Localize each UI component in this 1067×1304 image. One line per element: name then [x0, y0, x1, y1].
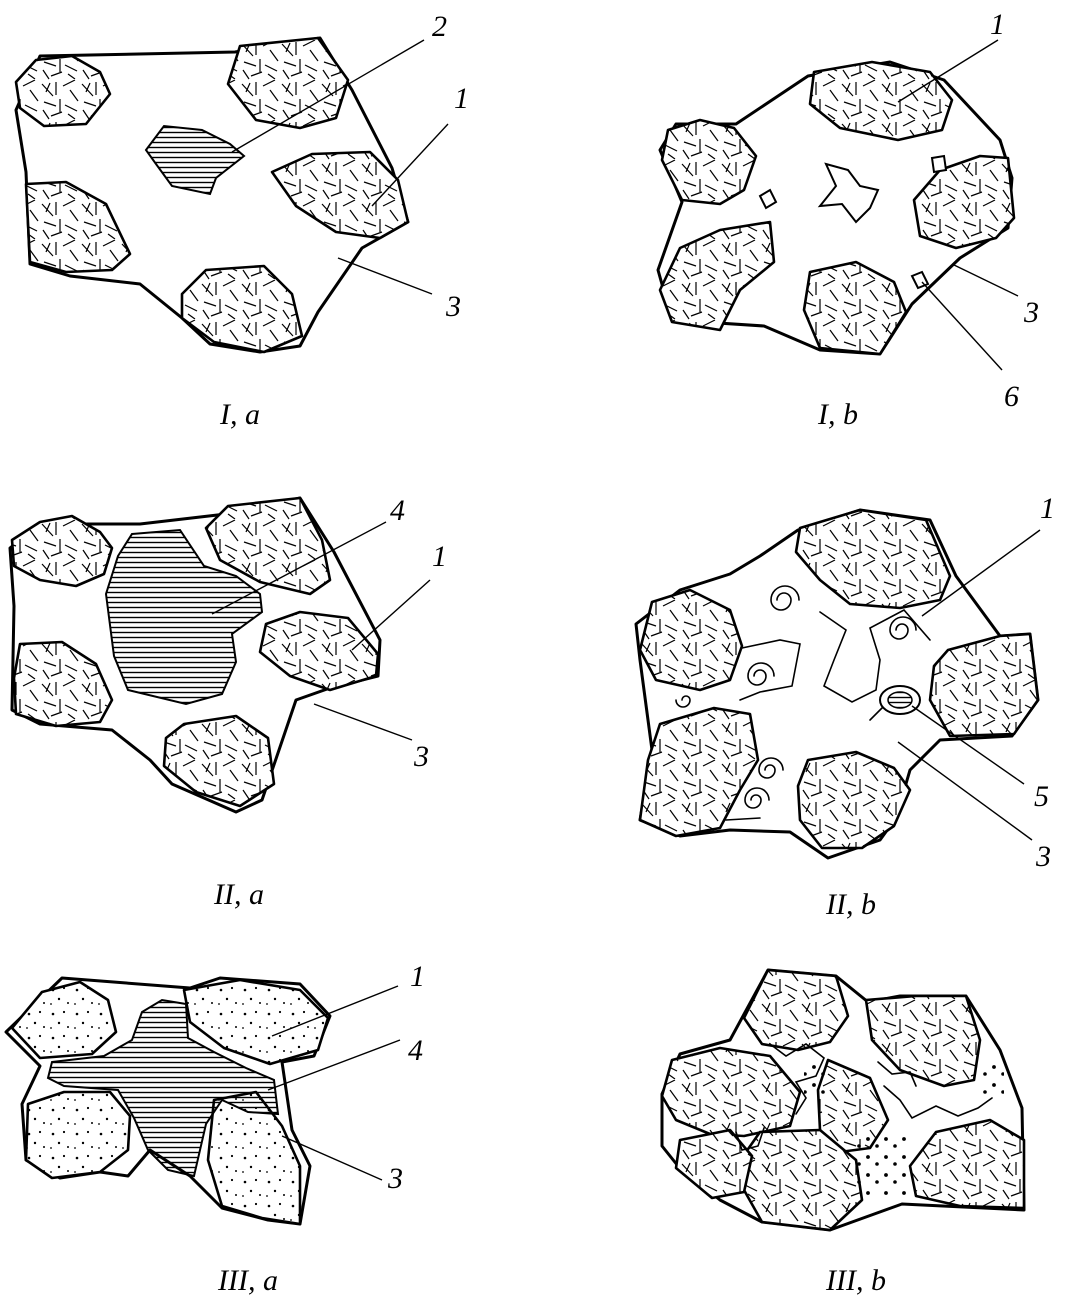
small-void [758, 188, 778, 210]
panel-I-b: 1 3 6 I, b [656, 8, 1039, 431]
aggregate-grain [270, 150, 410, 240]
small-void [930, 154, 948, 174]
label-1: 1 [410, 960, 425, 993]
crack-line [869, 705, 885, 721]
label-4: 4 [390, 494, 405, 527]
label-6: 6 [1004, 380, 1019, 413]
aggregate-grain [24, 1090, 132, 1180]
panel-I-a: 2 1 3 I, a [14, 10, 469, 431]
crack-line [725, 817, 761, 821]
aggregate-grain [674, 1128, 754, 1200]
label-3: 3 [1035, 840, 1051, 873]
aggregate-grain [742, 968, 850, 1052]
label-2: 2 [432, 10, 447, 43]
aggregate-grain [658, 220, 776, 332]
label-1: 1 [432, 540, 447, 573]
label-3: 3 [1023, 296, 1039, 329]
hatched-void [46, 998, 280, 1178]
caption-I-b: I, b [817, 398, 858, 431]
label-1: 1 [454, 82, 469, 115]
caption-II-a: II, a [213, 878, 264, 911]
label-3: 3 [445, 290, 461, 323]
panel-III-a: 1 4 3 III, a [4, 960, 425, 1297]
label-1: 1 [990, 8, 1005, 41]
label-1: 1 [1040, 492, 1055, 525]
gel-swirl [758, 757, 784, 779]
dense-dot-zone [980, 1060, 1004, 1100]
dense-dot-zone [852, 1136, 908, 1196]
label-5: 5 [1034, 780, 1049, 813]
aggregate-grain [24, 180, 132, 274]
hatched-void [817, 162, 880, 224]
gel-swirl [747, 662, 775, 686]
hatched-void [104, 528, 264, 706]
reaction-rim [819, 608, 931, 703]
aggregate-grain [660, 118, 758, 206]
aggregate-grain [802, 260, 908, 356]
caption-I-a: I, a [219, 398, 260, 431]
dense-dot-zone [804, 1064, 826, 1094]
gel-swirl [889, 616, 917, 640]
gel-vein [735, 1127, 765, 1151]
aggregate-grain [908, 1118, 1026, 1210]
panel-II-b: 1 5 3 II, b [634, 492, 1055, 921]
aggregate-grain [864, 994, 982, 1088]
panel-III-b: III, b [660, 968, 1026, 1297]
gel-swirl [744, 787, 770, 809]
aggregate-grain [796, 750, 912, 850]
caption-III-b: III, b [825, 1264, 886, 1297]
aggregate-grain [226, 36, 350, 130]
aggregate-grain [794, 508, 952, 610]
aggregate-grain [10, 514, 114, 588]
caption-II-b: II, b [825, 888, 876, 921]
aggregate-grain [204, 496, 332, 596]
aggregate-grain [182, 978, 330, 1066]
aggregate-grain [10, 980, 118, 1060]
aggregate-grain [14, 54, 112, 128]
label-3: 3 [387, 1162, 403, 1195]
gel-swirl [675, 695, 691, 708]
gel-swirl [770, 585, 800, 611]
aggregate-grain [638, 588, 744, 692]
gel-pocket [879, 685, 921, 715]
caption-III-a: III, a [217, 1264, 278, 1297]
gel-vein [877, 1061, 917, 1087]
aggregate-grain [808, 60, 954, 142]
aggregate-grain [180, 264, 304, 354]
label-4: 4 [408, 1034, 423, 1067]
aggregate-grain [12, 640, 114, 728]
panel-II-a: 4 1 3 II, a [8, 494, 447, 911]
aggregate-grain [928, 632, 1040, 738]
aggregate-grain [258, 610, 380, 692]
reaction-rim [739, 639, 801, 701]
aggregate-grain [638, 706, 760, 838]
aggregate-grain [660, 1046, 802, 1138]
aggregate-grain [162, 714, 276, 808]
gel-vein [883, 1085, 993, 1120]
hatched-void [144, 124, 246, 196]
label-3: 3 [413, 740, 429, 773]
aggregate-grain [912, 154, 1016, 250]
